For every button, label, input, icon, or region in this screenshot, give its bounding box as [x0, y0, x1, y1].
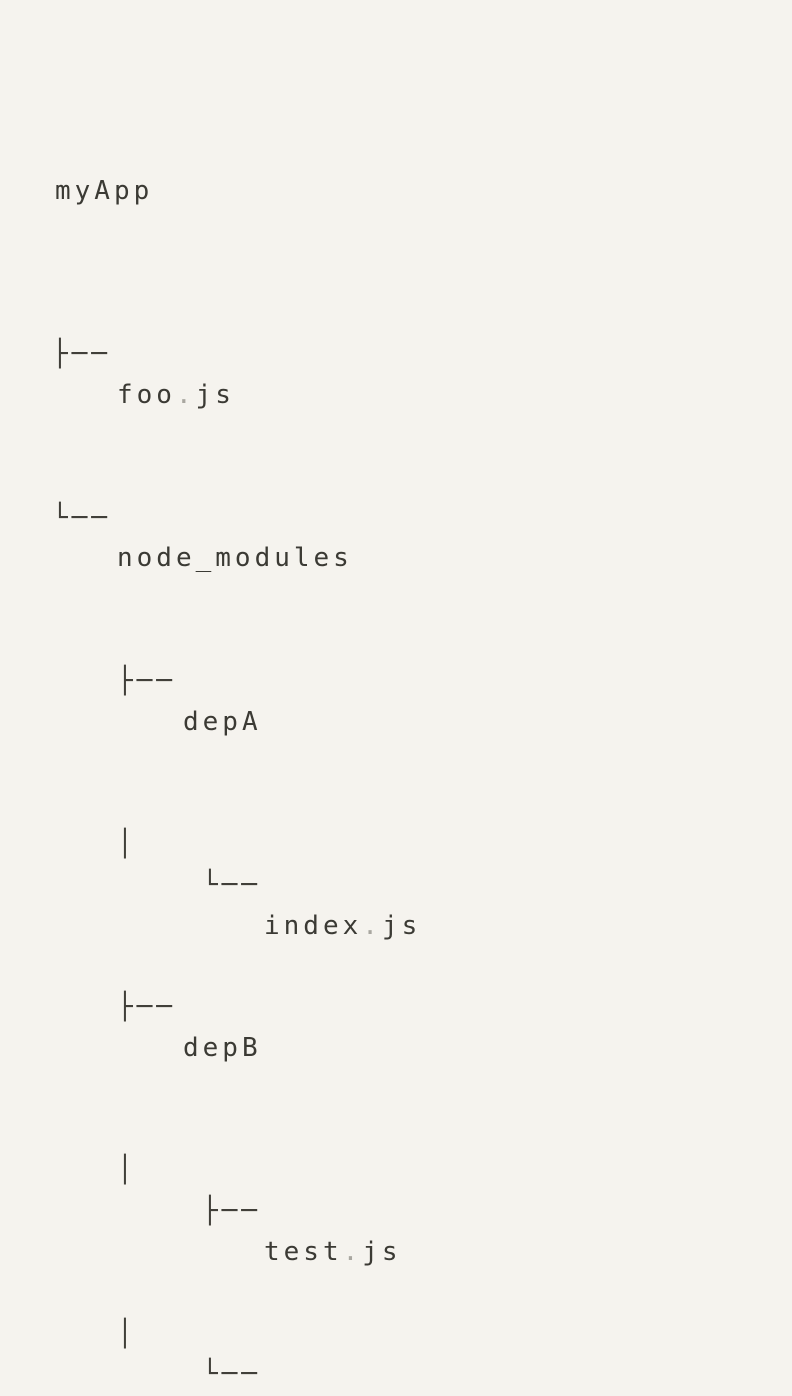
tree-last-branch-glyph: └── [202, 869, 261, 900]
extension-dot: . [362, 910, 382, 941]
folder-name: depA [183, 706, 262, 737]
file-tree-diagram: myApp ├── foo.js └── node_modules ├── de… [0, 130, 792, 1389]
folder-name: node_modules [264, 1395, 500, 1396]
tree-branch-glyph: ├── [117, 665, 176, 696]
tree-last-branch-glyph: └── [52, 502, 111, 533]
file-name: foo.js [117, 375, 235, 416]
tree-guide-glyph: │ [117, 1155, 137, 1186]
tree-line-depA-index-js: │ └── index.js [0, 783, 792, 941]
file-name: test.js [264, 1232, 402, 1273]
tree-line-test-js: │ ├── test.js [0, 1110, 792, 1267]
tree-line-depB-node-modules: │ └── node_modules [0, 1273, 792, 1390]
tree-branch-glyph: ├── [52, 339, 111, 370]
folder-name: node_modules [117, 543, 353, 574]
file-name: index.js [264, 906, 421, 947]
tree-line-foo-js: ├── foo.js [0, 294, 792, 410]
file-extension: js [362, 1236, 402, 1267]
tree-last-branch-glyph: └── [202, 1359, 261, 1390]
tree-line-depB: ├── depB [0, 946, 792, 1063]
folder-name: depB [183, 1032, 262, 1063]
extension-dot: . [175, 380, 196, 411]
file-basename: test [264, 1236, 343, 1267]
tree-line-node-modules: └── node_modules [0, 457, 792, 574]
tree-branch-glyph: ├── [117, 992, 176, 1023]
tree-line-root: myApp [0, 130, 792, 206]
tree-guide-glyph: │ [117, 1318, 137, 1349]
tree-guide-glyph: │ [117, 828, 137, 859]
tree-line-depA: ├── depA [0, 620, 792, 737]
root-folder-name: myApp [55, 176, 154, 207]
file-basename: foo [117, 380, 176, 411]
tree-branch-glyph: ├── [202, 1196, 261, 1227]
file-extension: js [381, 910, 422, 941]
file-extension: js [195, 380, 235, 411]
file-basename: index [264, 910, 363, 941]
extension-dot: . [342, 1236, 363, 1267]
